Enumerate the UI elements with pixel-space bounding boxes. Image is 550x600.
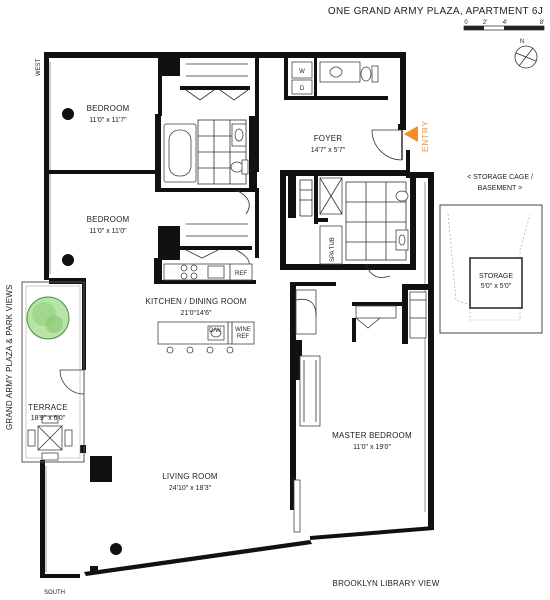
plan-title: ONE GRAND ARMY PLAZA, APARTMENT 6J [328, 6, 543, 17]
columns [62, 108, 122, 555]
grand-army-label: GRAND ARMY PLAZA & PARK VIEWS [5, 284, 14, 430]
foyer-name: FOYER [314, 134, 343, 143]
storage-header-line1: < STORAGE CAGE / [467, 174, 533, 181]
bedroom1-fixtures [163, 63, 249, 185]
kitchen-name: KITCHEN / DINING ROOM [145, 297, 246, 306]
west-label: WEST [36, 58, 42, 76]
master-name: MASTER BEDROOM [332, 431, 412, 440]
laundry-fixtures: W D [291, 61, 379, 95]
dw-label: D/W [209, 328, 221, 334]
scale-tick-2: 2' [483, 20, 487, 26]
bedroom1-name: BEDROOM [87, 104, 130, 113]
master-bath-fixtures: SPA TUB [299, 177, 409, 278]
terrace-dim: 18'9" x 6'0" [31, 415, 66, 422]
living-dim: 24'10" x 18'3" [169, 485, 212, 492]
kitchen-dim: 21'0"14'6" [180, 310, 212, 317]
brooklyn-label: BROOKLYN LIBRARY VIEW [333, 579, 440, 588]
terrace [21, 281, 85, 463]
master-fixtures [293, 289, 427, 533]
kitchen-fixtures: REF D/W WINE REF [157, 263, 255, 354]
scale-tick-4: 4' [503, 20, 507, 26]
ref-label: REF [235, 271, 247, 277]
storage-name: STORAGE [479, 273, 513, 280]
washer-label: W [299, 69, 305, 75]
room-labels: BEDROOM 11'0" x 11'7" BEDROOM 11'0" x 11… [28, 104, 412, 492]
bedroom2-dim: 11'0" x 11'0" [89, 228, 127, 235]
wine-ref-label-1: WINE [235, 327, 251, 333]
bedroom1-dim: 11'0" x 11'7" [89, 117, 127, 124]
interior-walls [49, 58, 428, 510]
spa-tub-label: SPA TUB [330, 237, 336, 262]
storage-header-line2: BASEMENT > [478, 185, 522, 192]
bedroom2-fixtures [185, 189, 250, 273]
entry-door: ENTRY [371, 120, 430, 161]
bedroom2-name: BEDROOM [87, 215, 130, 224]
entry-label: ENTRY [421, 120, 430, 152]
storage-dim: 5'0" x 5'0" [481, 283, 512, 290]
living-name: LIVING ROOM [162, 472, 218, 481]
south-label: SOUTH [44, 590, 65, 596]
scale-tick-0: 0 [464, 20, 468, 26]
foyer-dim: 14'7" x 5'7" [311, 147, 346, 154]
terrace-name: TERRACE [28, 403, 68, 412]
scale-tick-8: 8' [540, 20, 544, 26]
storage-cage: < STORAGE CAGE / BASEMENT > STORAGE 5'0"… [439, 174, 543, 334]
direction-labels: WEST SOUTH GRAND ARMY PLAZA & PARK VIEWS… [5, 58, 440, 596]
exterior-walls [40, 52, 434, 578]
compass-icon: N [514, 39, 538, 69]
compass-north-label: N [520, 39, 524, 45]
terrace-table-icon [27, 415, 73, 461]
master-dim: 11'0" x 19'0" [353, 444, 391, 451]
scale-bar: 0 2' 4' 8' [463, 20, 545, 31]
entry-arrow-icon [404, 126, 418, 142]
wine-ref-label-2: REF [237, 334, 249, 340]
dryer-label: D [300, 86, 305, 92]
